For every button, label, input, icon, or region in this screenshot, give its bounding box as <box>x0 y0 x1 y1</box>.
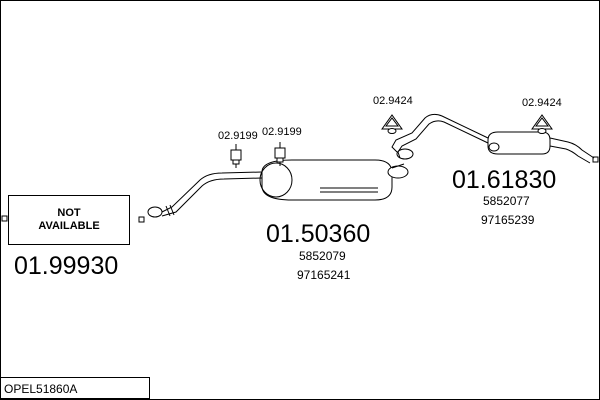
part-number-rear: 01.61830 <box>452 166 557 194</box>
end-marker-right <box>592 156 599 163</box>
middle-silencer <box>259 159 409 201</box>
middle-silencer-flange <box>387 165 409 179</box>
not-available-line2: AVAILABLE <box>38 220 100 232</box>
mount-label-4: 02.9424 <box>522 97 562 109</box>
part-ref-rear-2: 97165239 <box>481 213 535 227</box>
mount-02-9199-right <box>274 142 286 166</box>
mount-02-9199-left <box>230 144 242 168</box>
not-available-line1: NOT <box>57 207 81 219</box>
mount-label-2: 02.9199 <box>262 126 302 138</box>
mount-02-9424-right <box>531 114 553 134</box>
part-number-middle: 01.50360 <box>266 220 371 248</box>
end-marker-front <box>138 216 145 223</box>
part-ref-middle-1: 5852079 <box>299 249 346 263</box>
set-code: OPEL51860A <box>4 382 78 396</box>
front-pipe <box>147 171 263 218</box>
rear-silencer <box>487 131 595 164</box>
intermediate-pipe <box>391 113 489 160</box>
part-ref-rear-1: 5852077 <box>483 194 530 208</box>
not-available-box: NOT AVAILABLE <box>8 195 130 245</box>
mount-label-1: 02.9199 <box>218 130 258 142</box>
end-marker-left <box>1 215 8 222</box>
set-code-box: OPEL51860A <box>0 377 150 399</box>
part-ref-middle-2: 97165241 <box>297 268 351 282</box>
mount-02-9424-left <box>381 114 403 134</box>
front-flange <box>147 206 163 218</box>
part-number-front: 01.99930 <box>14 252 119 280</box>
mount-label-3: 02.9424 <box>373 95 413 107</box>
